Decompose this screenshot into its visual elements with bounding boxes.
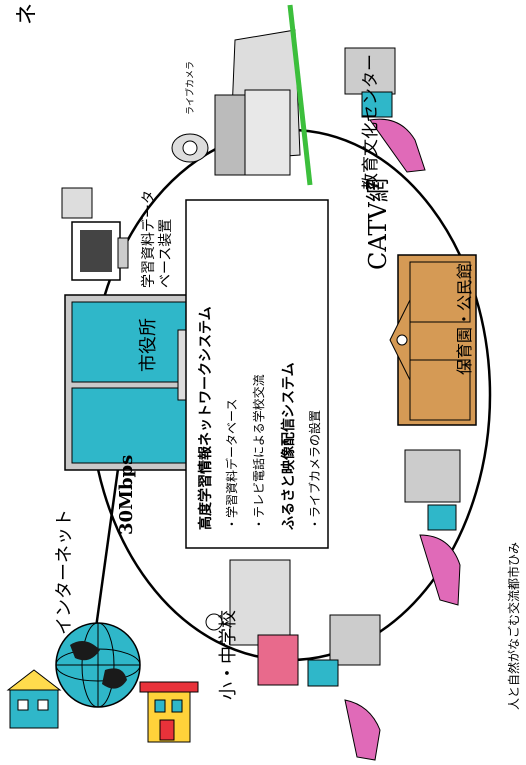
systems-box (185, 199, 329, 549)
db-device-line1: 学習資料データ (140, 190, 157, 288)
city-hall-label: 市役所 (138, 318, 159, 372)
house-icon-2 (139, 681, 199, 743)
school-building (205, 559, 299, 686)
internet-label: インターネット (54, 509, 75, 635)
catv-label: CATV網 (364, 178, 392, 270)
kindergarten-label: 保育園・公民館 (455, 263, 474, 375)
bandwidth-label: 30Mbps (116, 455, 137, 535)
system2-item1: ・ライブカメラの設置 (307, 410, 322, 530)
culture-center-label: 教育文化センター (361, 54, 381, 190)
person-at-computer-icon-2 (404, 449, 461, 606)
school-label: 小・中学校 (218, 610, 239, 700)
house-icon-1 (6, 669, 62, 729)
system1-item1: ・学習資料データベース (224, 399, 239, 530)
system1-title: 高度学習情報ネットワークシステム (197, 306, 214, 530)
database-server-icon (61, 187, 129, 281)
title-text: ネット (15, 0, 40, 25)
person-at-computer-icon-3 (307, 614, 381, 761)
camera-icon (171, 133, 209, 163)
globe-icon (55, 622, 141, 708)
person-at-computer-icon-1 (344, 47, 426, 173)
city-hall-building (64, 294, 196, 471)
db-device-line2: ベース装置 (158, 219, 174, 288)
footer-label: 人と自然がなごむ交流都市ひみ (506, 542, 521, 710)
system2-title: ふるさと映像配信システム (280, 362, 297, 530)
live-camera-label: ライブカメラ (184, 61, 196, 115)
culture-center-building (214, 4, 313, 186)
system1-item2: ・テレビ電話による学校交流 (251, 374, 266, 530)
kindergarten-building (389, 254, 477, 426)
db-device-label: 学習資料データ ベース装置 (140, 186, 174, 288)
